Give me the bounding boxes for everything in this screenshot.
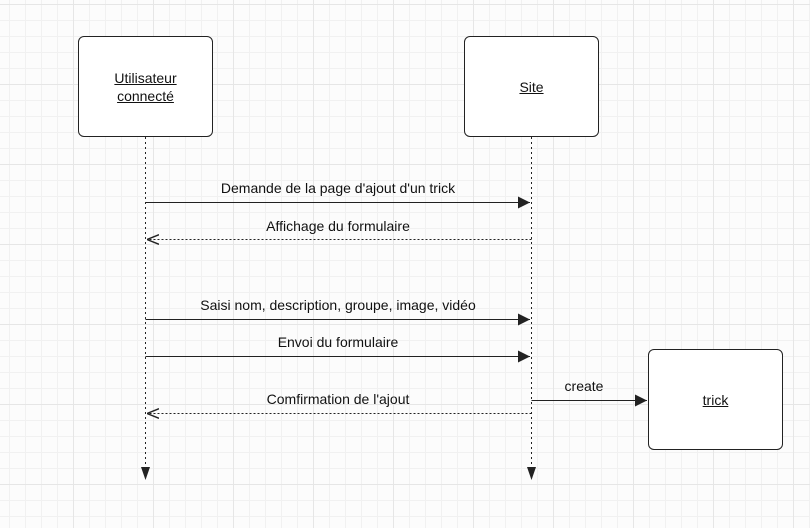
lifeline-user-end-arrow bbox=[141, 467, 150, 480]
entity-trick-label: trick bbox=[702, 391, 729, 408]
actor-user-label: Utilisateur connecté bbox=[114, 69, 177, 104]
message-label-5: create bbox=[564, 378, 604, 394]
message-label-6: Comfirmation de l'ajout bbox=[266, 391, 410, 407]
message-label-3: Saisi nom, description, groupe, image, v… bbox=[200, 297, 476, 313]
actor-user-box[interactable]: Utilisateur connecté bbox=[78, 36, 213, 137]
entity-trick-box[interactable]: trick bbox=[648, 349, 783, 450]
message-label-1: Demande de la page d'ajout d'un trick bbox=[220, 180, 456, 196]
actor-site-box[interactable]: Site bbox=[464, 36, 599, 137]
actor-site-label: Site bbox=[519, 78, 544, 95]
message-label-4: Envoi du formulaire bbox=[277, 334, 399, 350]
lifeline-site-end-arrow bbox=[527, 467, 536, 480]
message-label-2: Affichage du formulaire bbox=[266, 218, 410, 234]
